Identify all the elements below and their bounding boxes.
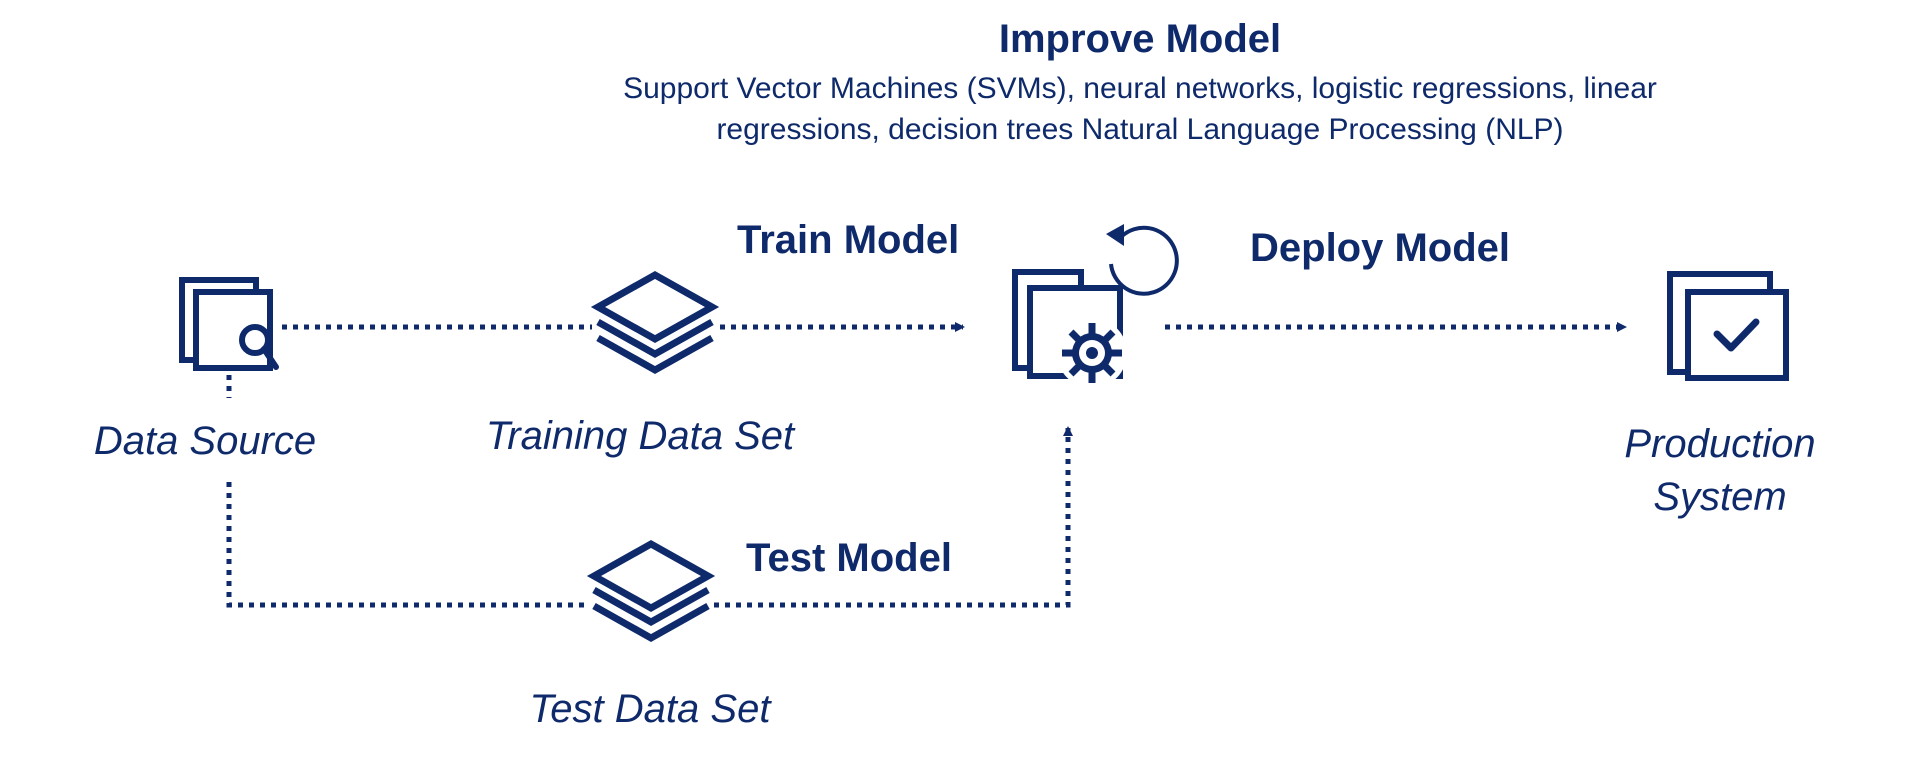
layers-icon: [590, 270, 720, 375]
gear-icon: [1012, 269, 1127, 388]
data-search-icon: [179, 277, 279, 371]
deploy-model-title: Deploy Model: [1250, 226, 1511, 270]
refresh-icon: [1106, 224, 1179, 296]
connector-test-to-model: [714, 426, 1073, 608]
test-model-title: Test Model: [746, 536, 952, 580]
training-data-set-label: Training Data Set: [485, 414, 795, 458]
data-source-label: Data Source: [93, 419, 317, 463]
improve-model-description: Support Vector Machines (SVMs), neural n…: [623, 72, 1657, 146]
checkmark-icon: [1667, 271, 1789, 381]
layers-icon: [586, 539, 716, 643]
improve-model-title: Improve Model: [998, 17, 1282, 61]
production-system-label: Production System: [1624, 422, 1816, 519]
train-model-title: Train Model: [737, 218, 960, 262]
test-data-set-label: Test Data Set: [529, 687, 771, 731]
connector-source-to-test: [226, 482, 588, 608]
